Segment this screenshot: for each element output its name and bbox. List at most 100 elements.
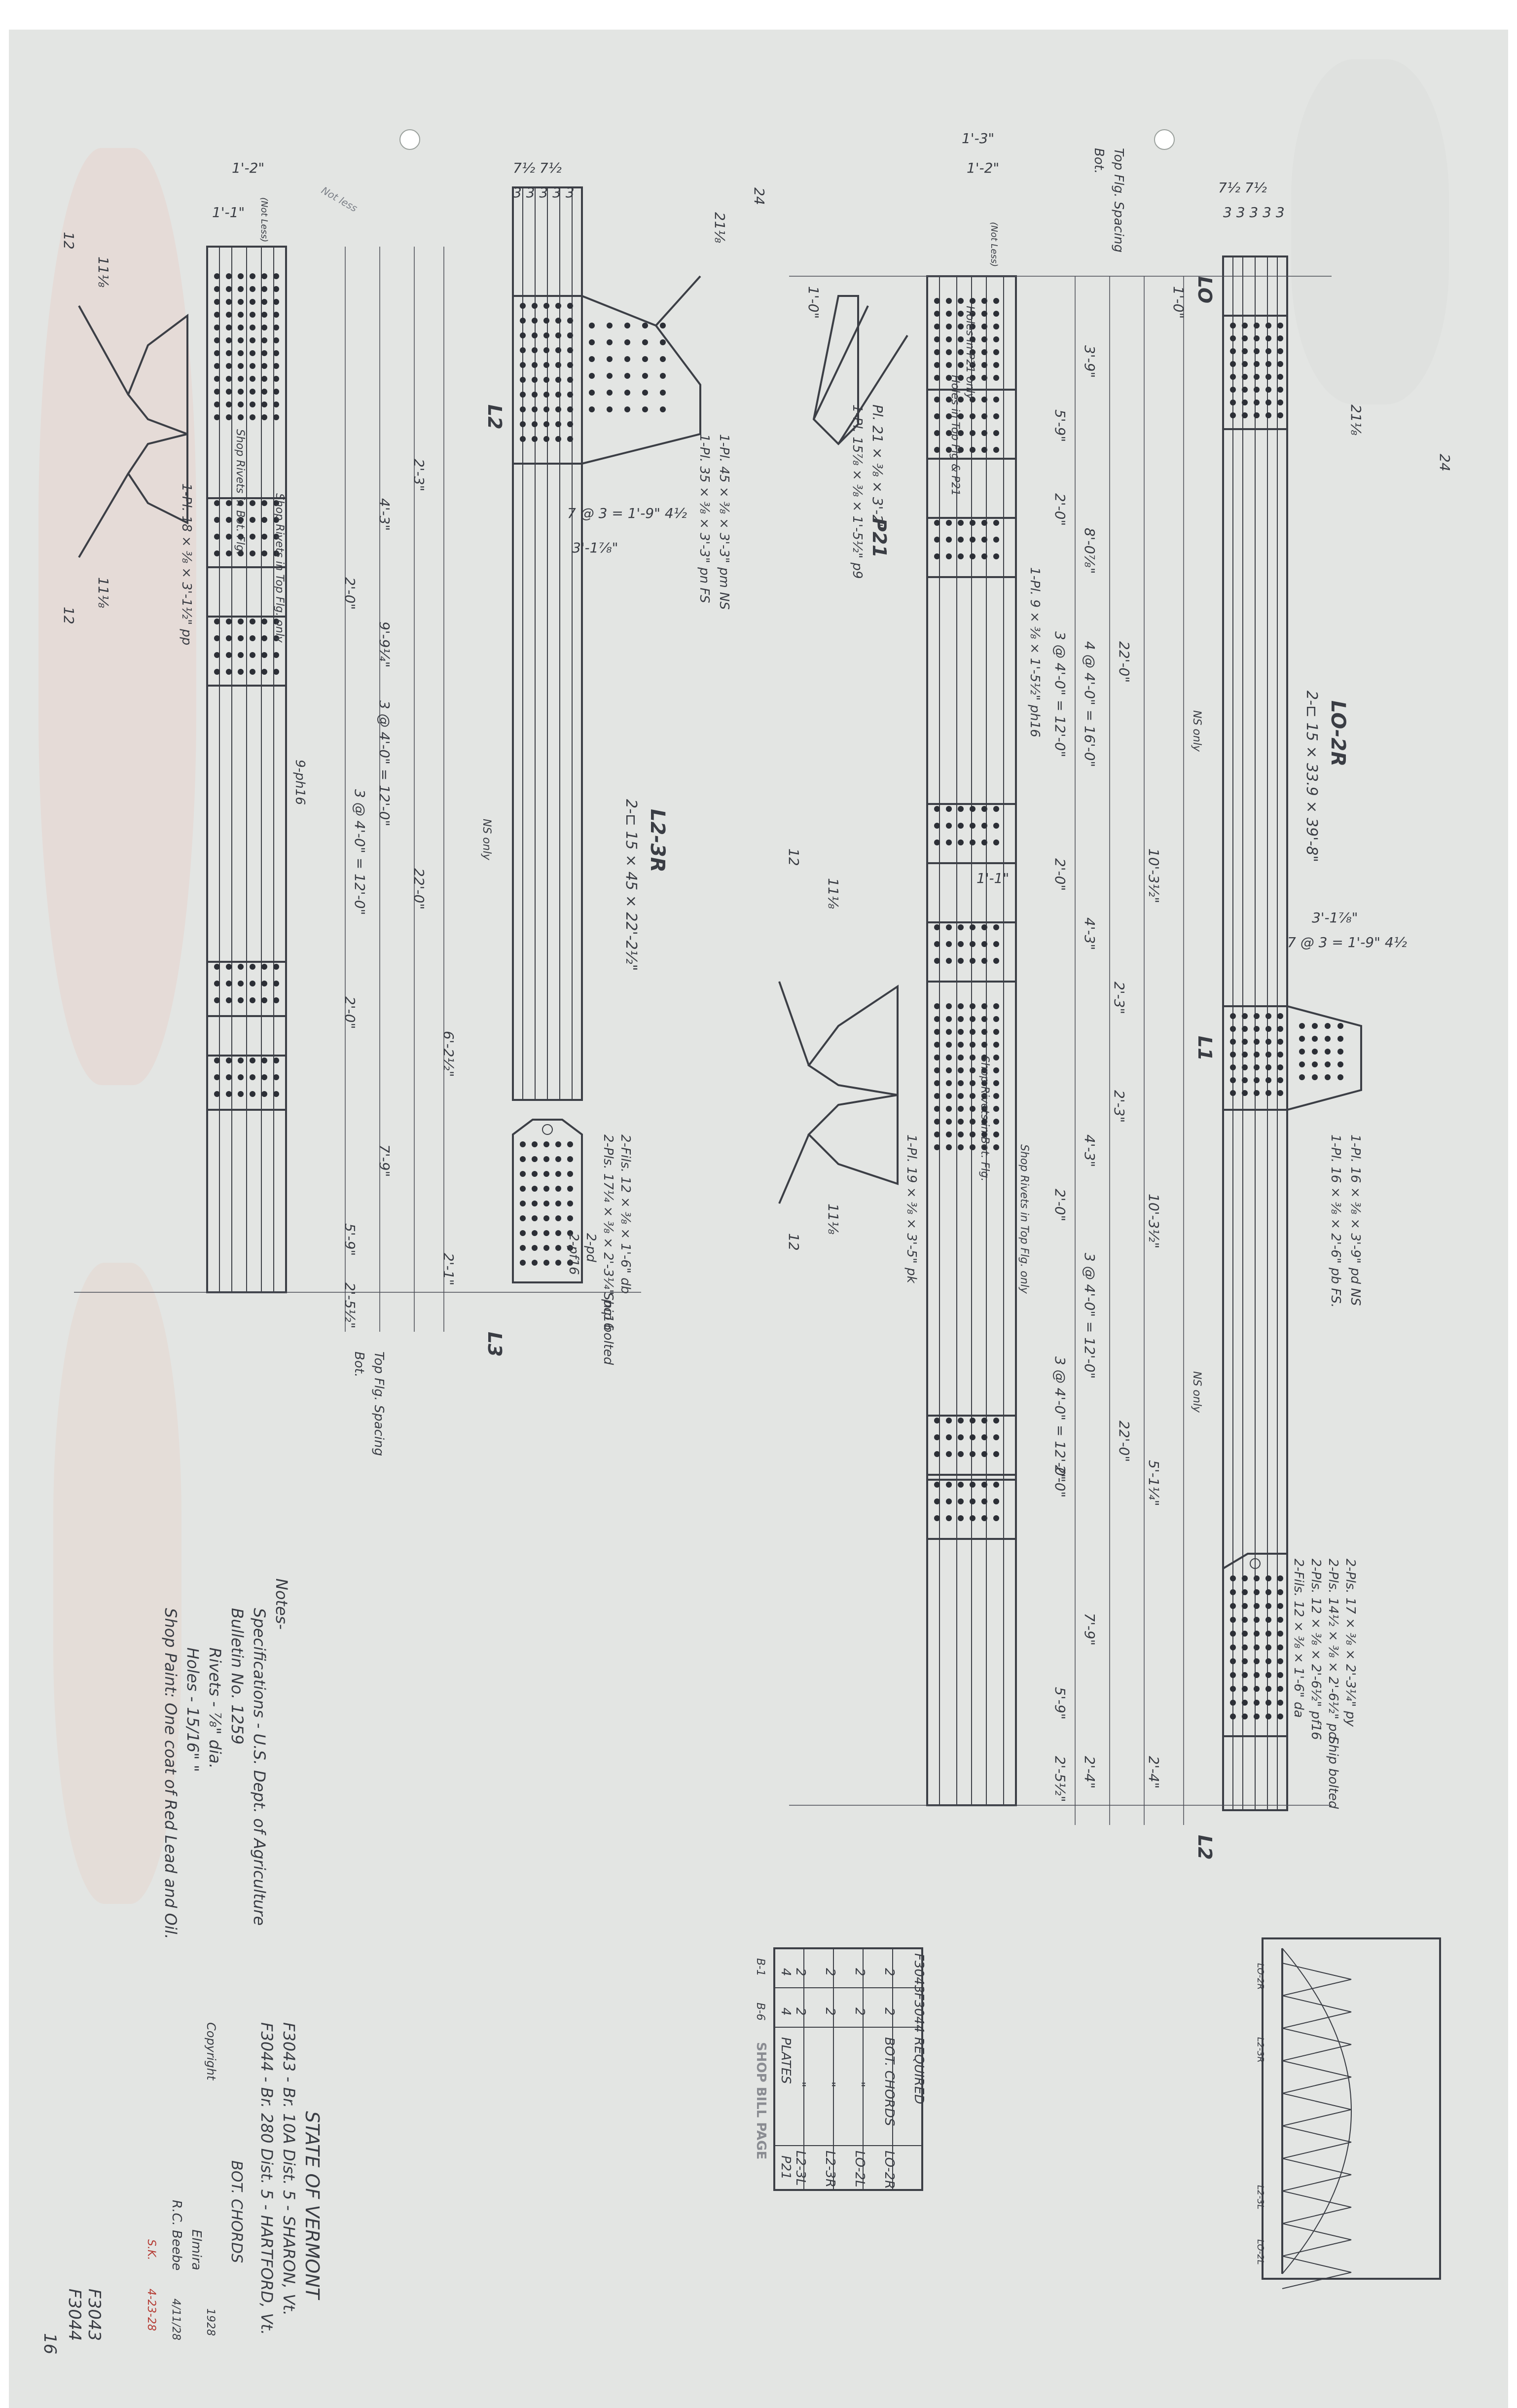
rivet — [589, 406, 595, 412]
stain — [1291, 59, 1449, 404]
rivet — [238, 669, 244, 675]
rivet — [1254, 1090, 1260, 1096]
rivet — [543, 1215, 549, 1221]
rivet — [993, 1055, 999, 1060]
l2-gusset-1: 1-Pl. 45 × ⅜ × 3'-3" pm NS — [717, 434, 731, 610]
rivet — [1277, 1714, 1283, 1719]
rivet — [993, 1029, 999, 1035]
lo-end-3: 2-Pls. 12 × ⅜ × 2'-6½" pf16 — [1308, 1559, 1323, 1740]
dim-33333-l2: 3 3 3 3 3 — [513, 184, 575, 201]
l2-pl9: 9-ph16 — [292, 760, 307, 805]
rivet — [214, 550, 220, 556]
rivet — [1325, 1061, 1331, 1067]
rivet — [273, 619, 279, 624]
rivet — [607, 373, 613, 379]
rivet — [934, 553, 940, 559]
rivet — [261, 299, 267, 305]
rivet — [238, 964, 244, 970]
rivet — [1242, 1077, 1248, 1083]
rivet — [1254, 1603, 1260, 1609]
rivet — [250, 312, 255, 318]
rivet — [1254, 1672, 1260, 1678]
rivet — [1254, 348, 1260, 354]
title-line1: F3043 - Br. 10A Dist. 5 - SHARON, Vt. — [280, 2022, 298, 2316]
rivet — [1230, 1575, 1236, 1581]
notes-paint: Shop Paint: One coat of Red Lead and Oil… — [161, 1608, 180, 1939]
truss-web-member — [1282, 2077, 1352, 2094]
rivet — [993, 375, 999, 381]
rivet — [1230, 1631, 1236, 1637]
rivet — [214, 286, 220, 292]
rivet — [981, 1119, 987, 1125]
rivet — [981, 336, 987, 342]
l1-gusset-1: 1-Pl. 16 × ⅜ × 3'-9" pd NS — [1348, 1134, 1363, 1306]
rivet — [532, 1215, 538, 1221]
rivet — [250, 1074, 255, 1080]
rivet — [1254, 1052, 1260, 1058]
rivet — [993, 924, 999, 930]
rivet — [981, 1131, 987, 1137]
rivet — [214, 363, 220, 369]
rivet — [946, 823, 952, 829]
title-line2: F3044 - Br. 280 Dist. 5 - HARTFORD, Vt. — [257, 2022, 276, 2335]
rivet — [958, 430, 964, 436]
rivet — [238, 652, 244, 658]
rivet — [1254, 1658, 1260, 1664]
rivet — [1265, 348, 1271, 354]
bill-r1-c1: 2 — [882, 1968, 897, 1976]
bot-label-l3: Bot. — [352, 1351, 366, 1377]
rivet — [946, 806, 952, 812]
dim-2-0b: 2'-0" — [1052, 858, 1068, 891]
rivet — [226, 619, 232, 624]
rivet — [1277, 1039, 1283, 1045]
rivet — [1242, 400, 1248, 405]
rivet — [238, 376, 244, 382]
rivet — [532, 1245, 538, 1251]
rivet — [958, 520, 964, 526]
title-drawn: R.C. Beebe — [169, 2200, 184, 2270]
dim-3-9: 3'-9" — [1082, 345, 1098, 378]
rivet — [273, 981, 279, 986]
rivet — [1242, 1672, 1248, 1678]
rivet — [981, 1144, 987, 1150]
rivet — [958, 941, 964, 947]
rivet — [520, 1186, 526, 1192]
l1-bottom: 1-Pl. 19 × ⅜ × 3'-5" pk — [904, 1134, 919, 1284]
rivet — [589, 339, 595, 345]
dim-4-3b: 4'-3" — [1082, 1134, 1098, 1167]
rivet — [261, 286, 267, 292]
rivet — [1277, 1575, 1283, 1581]
rivet — [1230, 400, 1236, 405]
rivet — [1265, 1672, 1271, 1678]
rivet — [532, 347, 538, 353]
rivet — [993, 1093, 999, 1099]
rivet — [934, 1055, 940, 1060]
bill-r5-c4: P21 — [778, 2155, 793, 2180]
bill-r2-c1: 2 — [852, 1968, 867, 1976]
rivet — [543, 347, 549, 353]
rivet — [543, 303, 549, 309]
rivet — [261, 401, 267, 407]
rivet — [273, 635, 279, 641]
rivet — [958, 1029, 964, 1035]
dim-8-0: 8'-0⅞" — [1082, 528, 1098, 574]
rivet — [555, 1186, 561, 1192]
rivet — [970, 1515, 975, 1521]
rivet — [993, 806, 999, 812]
rivet — [520, 1171, 526, 1177]
rivet — [520, 1156, 526, 1162]
rivet — [214, 981, 220, 986]
rivet — [624, 373, 630, 379]
rivet — [250, 550, 255, 556]
rivet — [1325, 1023, 1331, 1029]
dim-2-0e: 2'-0" — [342, 577, 358, 610]
rivet — [1254, 1039, 1260, 1045]
rivet — [273, 337, 279, 343]
node-l1: L1 — [1194, 1036, 1216, 1061]
bill-r3-c3: " — [823, 2081, 837, 2087]
rivet — [543, 421, 549, 427]
rivet — [250, 997, 255, 1003]
rivet — [238, 550, 244, 556]
rivet — [946, 1016, 952, 1022]
